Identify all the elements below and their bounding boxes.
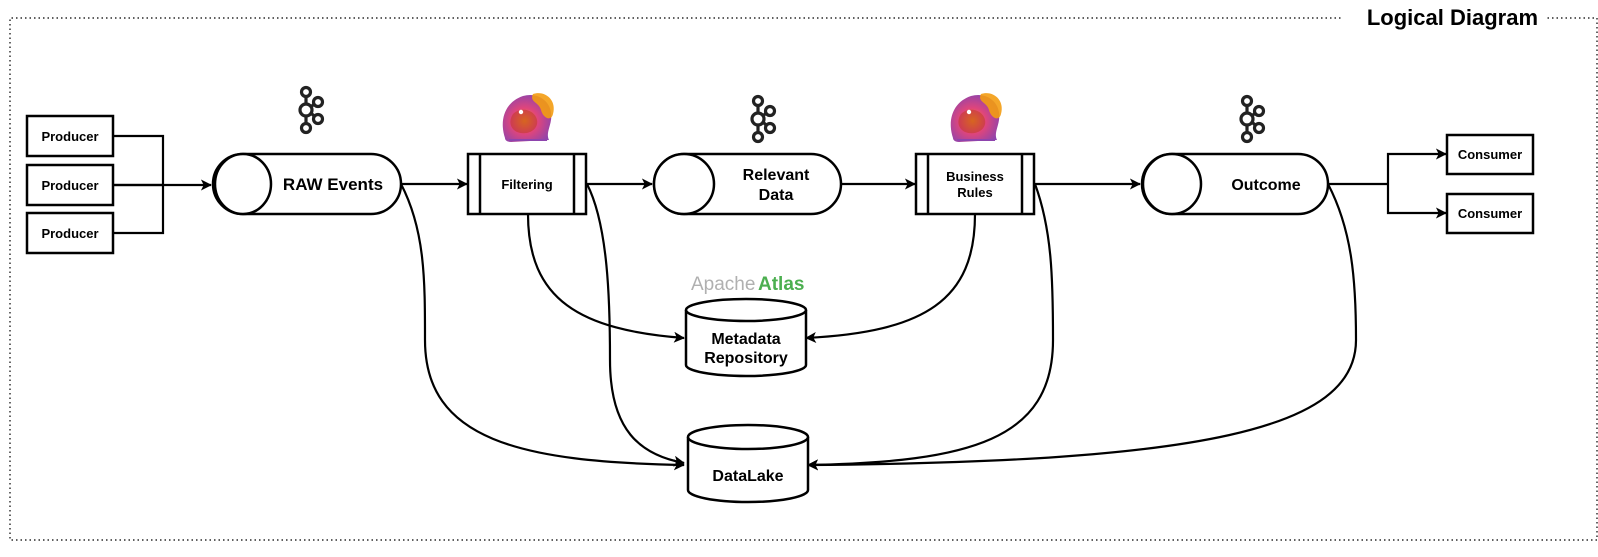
- producer-label: Producer: [41, 129, 98, 144]
- topic-raw-events: RAW Events: [211, 152, 403, 216]
- consumer-box-1: Consumer: [1445, 133, 1535, 176]
- edge-producer1: [113, 134, 165, 184]
- topic-label: Outcome: [1231, 177, 1300, 194]
- kafka-icon: [298, 85, 325, 135]
- edge-business-metadata: [805, 213, 977, 343]
- diagram-title: Logical Diagram: [1367, 5, 1538, 30]
- atlas-logo-word1: Apache: [691, 274, 755, 295]
- producer-label: Producer: [41, 226, 98, 241]
- producer-box-2: Producer: [25, 163, 115, 207]
- edge-filtering-metadata: [526, 213, 685, 343]
- edge-producer3: [113, 186, 165, 235]
- diagram-frame: [9, 17, 1598, 541]
- flink-squirrel-icon: [502, 93, 554, 142]
- processor-business-rules: Business Rules: [914, 152, 1036, 216]
- store-metadata-repository: Metadata Repository: [684, 297, 808, 378]
- flink-squirrel-icon: [950, 93, 1002, 142]
- kafka-icon: [1239, 94, 1266, 144]
- producer-box-3: Producer: [25, 211, 115, 255]
- edge-raw-datalake: [400, 183, 685, 471]
- edge-consumer2: [1386, 184, 1447, 219]
- store-label: Metadata: [711, 331, 780, 348]
- topic-label: Relevant: [743, 167, 810, 184]
- edge-business-datalake: [807, 183, 1055, 471]
- kafka-icon: [750, 94, 777, 144]
- processor-filtering: Filtering: [466, 152, 588, 216]
- edge-consumer1: [1386, 148, 1447, 184]
- topic-label: Data: [759, 187, 794, 204]
- topic-label: RAW Events: [283, 175, 383, 194]
- processor-label: Filtering: [501, 177, 552, 192]
- edges: [113, 134, 1447, 471]
- store-datalake: DataLake: [686, 423, 810, 504]
- consumer-label: Consumer: [1458, 206, 1522, 221]
- processor-label: Business: [946, 169, 1004, 184]
- topic-outcome: Outcome: [1140, 152, 1330, 216]
- producer-label: Producer: [41, 178, 98, 193]
- store-label: Repository: [704, 350, 788, 367]
- atlas-logo-word2: Atlas: [758, 274, 804, 295]
- producer-box-1: Producer: [25, 114, 115, 158]
- apache-atlas-logo: Apache Atlas: [691, 274, 804, 295]
- processor-label: Rules: [957, 185, 992, 200]
- consumer-box-2: Consumer: [1445, 192, 1535, 235]
- consumer-label: Consumer: [1458, 147, 1522, 162]
- edge-outcome-datalake: [807, 183, 1358, 471]
- topic-relevant-data: Relevant Data: [652, 152, 843, 216]
- store-label: DataLake: [712, 468, 783, 485]
- edge-filtering-datalake: [586, 183, 685, 467]
